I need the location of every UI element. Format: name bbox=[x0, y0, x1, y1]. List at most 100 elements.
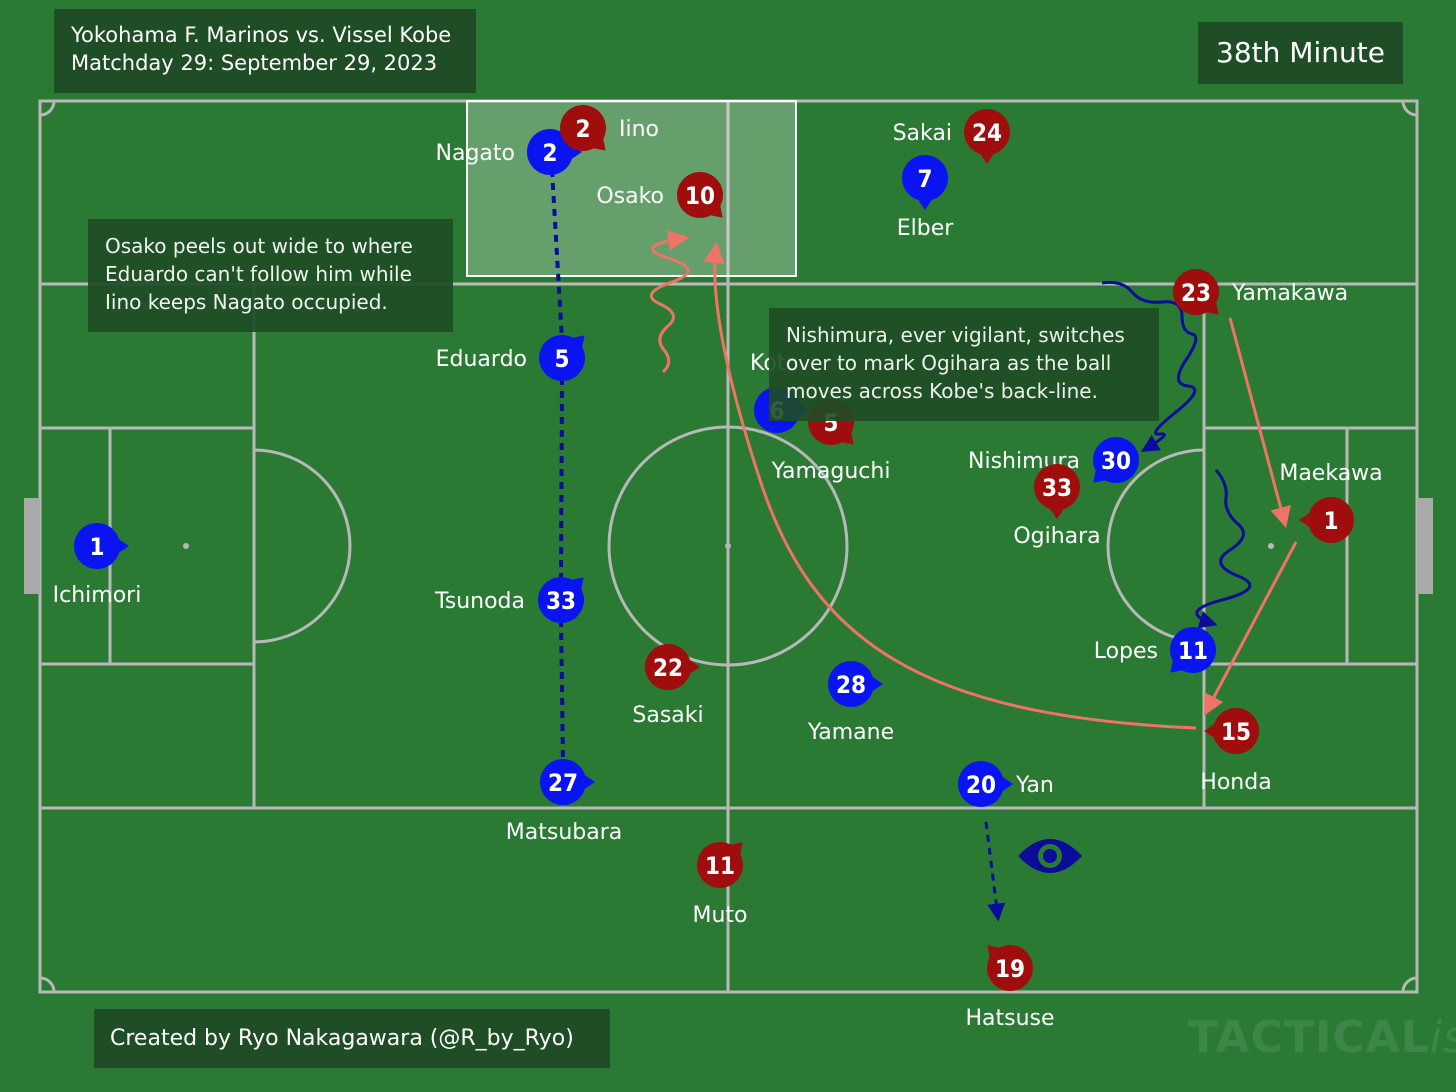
player-number: 28 bbox=[836, 671, 866, 699]
player-number: 2 bbox=[575, 115, 590, 143]
goal-right bbox=[1417, 498, 1433, 594]
center-circle bbox=[607, 425, 849, 667]
marking-line bbox=[559, 377, 564, 579]
marking-line bbox=[559, 619, 565, 761]
player-marker bbox=[677, 172, 723, 218]
player-marker bbox=[902, 155, 948, 201]
yokohama-player: 33 Tsunoda bbox=[434, 577, 584, 623]
player-marker bbox=[1308, 497, 1354, 543]
player-number: 2 bbox=[542, 139, 557, 167]
penalty-spot bbox=[1268, 543, 1274, 549]
corner-arc bbox=[1401, 100, 1418, 117]
watermark-main: TACTICAL bbox=[1188, 1012, 1430, 1063]
player-number: 20 bbox=[966, 771, 996, 799]
player-number: 23 bbox=[1181, 279, 1211, 307]
yokohama-player: 2 Nagato bbox=[436, 129, 582, 175]
kobe-player: 1 Maekawa bbox=[1279, 461, 1383, 543]
player-name: Iino bbox=[619, 117, 659, 142]
player-name: Hatsuse bbox=[965, 1006, 1054, 1031]
pass-arrow-honda-osako bbox=[703, 241, 1197, 730]
player-marker bbox=[697, 842, 743, 888]
osako-run-arrow bbox=[649, 230, 690, 374]
annotation-osako: Osako peels out wide to where Eduardo ca… bbox=[88, 219, 453, 332]
watermark-suffix: ista bbox=[1429, 1012, 1456, 1063]
annotation-line: Osako peels out wide to where bbox=[105, 234, 413, 258]
player-marker bbox=[560, 105, 606, 151]
left-penalty-arc bbox=[253, 448, 352, 644]
player-name: Eduardo bbox=[436, 347, 527, 372]
player-name: Sakai bbox=[893, 121, 952, 146]
player-marker bbox=[1213, 708, 1259, 754]
player-marker bbox=[1034, 464, 1080, 510]
kobe-player: 23 Yamakawa bbox=[1173, 269, 1348, 315]
player-number: 30 bbox=[1101, 447, 1131, 475]
player-marker bbox=[828, 661, 874, 707]
player-marker bbox=[987, 945, 1033, 991]
player-name: Honda bbox=[1200, 770, 1271, 795]
pass-arrow-yamakawa-maekawa bbox=[1228, 317, 1291, 529]
player-marker bbox=[1173, 269, 1219, 315]
penalty-spot bbox=[183, 543, 189, 549]
annotation-line: over to mark Ogihara as the ball bbox=[786, 351, 1112, 375]
left-penalty-box bbox=[38, 426, 256, 666]
player-name: Lopes bbox=[1094, 639, 1158, 664]
player-number: 1 bbox=[1323, 507, 1338, 535]
player-number: 24 bbox=[972, 119, 1002, 147]
player-marker bbox=[964, 109, 1010, 155]
player-name: Yamaguchi bbox=[771, 459, 891, 484]
player-name: Muto bbox=[692, 903, 747, 928]
nishimura-run-arrow bbox=[1101, 280, 1198, 452]
player-name: Elber bbox=[897, 216, 955, 241]
player-marker bbox=[1093, 437, 1139, 483]
player-marker bbox=[1170, 627, 1216, 673]
player-name: Maekawa bbox=[1279, 461, 1382, 486]
player-markers: 1Ichimori2Nagato5Eduardo33Tsunoda27Matsu… bbox=[53, 105, 1383, 1031]
yokohama-marking-lines bbox=[550, 169, 565, 761]
player-number: 19 bbox=[995, 955, 1025, 983]
right-penalty-arc bbox=[1106, 448, 1205, 644]
player-name: Yamane bbox=[807, 720, 894, 745]
yokohama-player: 20 Yan bbox=[958, 761, 1054, 807]
player-name: Yan bbox=[1015, 773, 1054, 798]
watermark-logo: TACTICALista bbox=[1188, 1012, 1456, 1063]
player-name: Ichimori bbox=[53, 583, 142, 608]
highlight-zone bbox=[466, 100, 797, 277]
annotation-nishimura: Nishimura, ever vigilant, switches over … bbox=[769, 308, 1159, 421]
player-number: 7 bbox=[917, 165, 932, 193]
player-name: Tsunoda bbox=[434, 589, 525, 614]
eye-icon bbox=[1018, 839, 1082, 873]
player-name: Yamakawa bbox=[1231, 281, 1348, 306]
player-number: 33 bbox=[546, 587, 576, 615]
player-marker bbox=[539, 335, 585, 381]
goal-left bbox=[24, 498, 40, 594]
kobe-player: 2 Iino bbox=[560, 105, 659, 151]
marking-line bbox=[550, 169, 564, 341]
player-number: 11 bbox=[705, 852, 735, 880]
center-spot bbox=[725, 543, 731, 549]
kobe-player: 24 Sakai bbox=[893, 109, 1010, 164]
pass-arrow-maekawa-honda bbox=[1204, 541, 1298, 716]
player-number: 27 bbox=[548, 769, 578, 797]
player-marker bbox=[645, 644, 691, 690]
annotation-line: Eduardo can't follow him while bbox=[105, 262, 412, 286]
match-title-box: Yokohama F. Marinos vs. Vissel Kobe Matc… bbox=[54, 9, 476, 93]
player-number: 1 bbox=[89, 533, 104, 561]
annotation-line: Iino keeps Nagato occupied. bbox=[105, 290, 388, 314]
yan-movement-arrow bbox=[984, 821, 1006, 922]
minute-badge: 38th Minute bbox=[1198, 22, 1403, 84]
player-marker bbox=[74, 523, 120, 569]
corner-arc bbox=[39, 100, 56, 117]
player-name: Nagato bbox=[436, 141, 515, 166]
player-name: Matsubara bbox=[506, 820, 622, 845]
annotation-line: Nishimura, ever vigilant, switches bbox=[786, 323, 1125, 347]
